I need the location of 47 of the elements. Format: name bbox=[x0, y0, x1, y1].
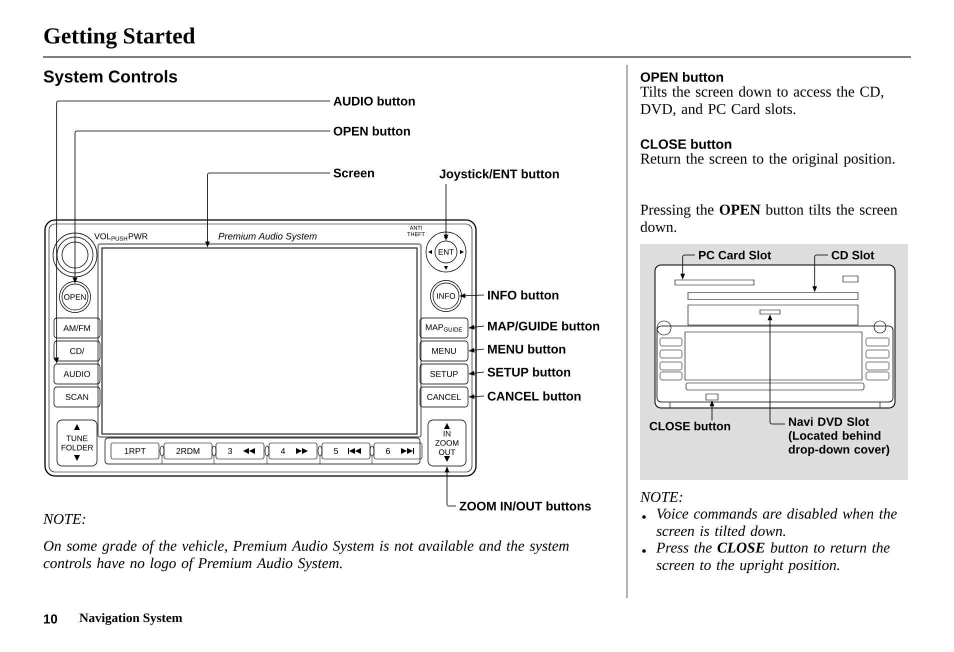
callout-label: MAP/GUIDE button bbox=[488, 321, 600, 331]
paragraph: Pressing the OPEN button tilts the screen down. bbox=[640, 204, 898, 232]
paragraph: Return the screen to the original position. bbox=[640, 153, 894, 167]
callout-label: OPEN button bbox=[334, 126, 410, 136]
callout-label: Navi DVD Slot (Located behind drop-down cover) bbox=[788, 417, 890, 456]
paragraph-heading: CLOSE button bbox=[640, 139, 732, 149]
note-text: Voice commands are disabled when the screen is tilted down. bbox=[656, 508, 897, 536]
callout-label: SETUP button bbox=[488, 367, 570, 377]
note-text: Press the CLOSE button to return the screen to the upright position. bbox=[656, 542, 890, 574]
screen bbox=[102, 248, 418, 434]
panel-button: AM/FM bbox=[54, 318, 100, 338]
callout-label: INFO button bbox=[488, 290, 558, 300]
preset-button: 3 bbox=[216, 442, 264, 460]
preset-button: 4 bbox=[268, 442, 318, 460]
callout-label: CANCEL button bbox=[488, 391, 580, 401]
panel-button: CANCEL bbox=[420, 386, 468, 408]
callout-label: AUDIO button bbox=[334, 96, 415, 106]
paragraph: Tilts the screen down to access the CD, DVD, and PC Card slots. bbox=[640, 86, 884, 116]
panel-button: MAP$_{GUIDE}$ bbox=[420, 318, 468, 338]
panel-button: AUDIO bbox=[54, 364, 100, 384]
preset-button: 6 bbox=[374, 442, 422, 460]
callout-label: PC Card Slot bbox=[699, 250, 772, 260]
page-title: Getting Started bbox=[44, 28, 196, 48]
preset-button: 5 bbox=[322, 442, 370, 460]
page-number: 10 bbox=[44, 614, 58, 624]
callout-label: Screen bbox=[334, 168, 374, 178]
note-heading: NOTE: bbox=[43, 514, 86, 524]
callout-label: CLOSE button bbox=[650, 422, 730, 430]
preset-button: 1RPT bbox=[110, 442, 160, 460]
note-text: On some grade of the vehicle, Premium Audio System is not available and the system controls have no logo of Premium Audio System. bbox=[44, 540, 569, 572]
preset-button: 2RDM bbox=[164, 442, 212, 460]
panel-button: SCAN bbox=[54, 386, 100, 408]
panel-button: SETUP bbox=[420, 364, 468, 384]
paragraph-heading: OPEN button bbox=[640, 72, 724, 82]
callout-label: MENU button bbox=[488, 344, 566, 354]
section-heading: System Controls bbox=[44, 70, 178, 86]
part-outline bbox=[706, 394, 718, 400]
panel-button: CD/ bbox=[54, 340, 100, 362]
part-outline bbox=[688, 292, 858, 300]
footer-text: Navigation System bbox=[79, 613, 182, 625]
callout-label: Joystick/ENT button bbox=[439, 169, 559, 181]
note-heading: NOTE: bbox=[640, 492, 682, 502]
callout-label: ZOOM IN/OUT buttons bbox=[460, 501, 591, 511]
part-outline bbox=[674, 280, 754, 286]
panel-button: MENU bbox=[420, 340, 468, 362]
part-outline bbox=[760, 310, 780, 314]
callout-label: CD Slot bbox=[832, 250, 874, 260]
